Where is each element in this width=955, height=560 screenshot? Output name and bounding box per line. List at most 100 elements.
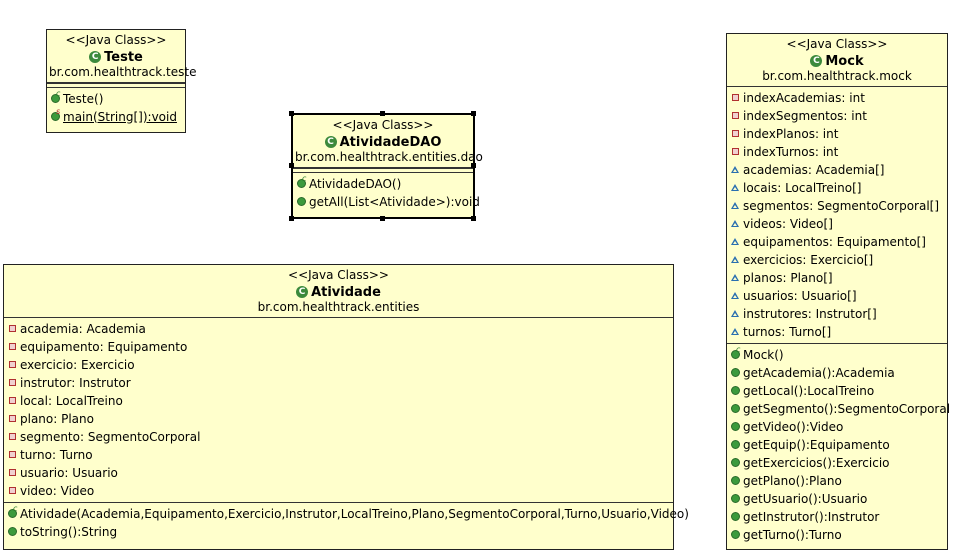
package-label: br.com.healthtrack.mock [762, 68, 912, 83]
operation-row[interactable]: getUsuario():Usuario [727, 490, 947, 508]
divider [47, 86, 185, 88]
operation-row[interactable]: getInstrutor():Instrutor [727, 508, 947, 526]
attribute-row[interactable]: exercicios: Exercicio[] [727, 251, 947, 269]
protected-field-icon [731, 238, 739, 245]
divider [293, 171, 473, 173]
operation-row[interactable]: getExercicios():Exercicio [727, 454, 947, 472]
attribute-row[interactable]: locais: LocalTreino[] [727, 179, 947, 197]
selection-handle[interactable] [471, 163, 476, 168]
attribute-row[interactable]: exercicio: Exercicio [4, 356, 673, 374]
operation-row[interactable]: getLocal():LocalTreino [727, 382, 947, 400]
stereotype-label: <<Java Class>> [65, 33, 167, 47]
visibility-marker: c [4, 504, 20, 523]
public-method-icon [730, 440, 740, 449]
operation-row[interactable]: getSegmento():SegmentoCorporal [727, 400, 950, 418]
operation-text: toString():String [20, 524, 118, 539]
divider [727, 342, 947, 344]
attribute-row[interactable]: segmento: SegmentoCorporal [4, 428, 673, 446]
attribute-row[interactable]: local: LocalTreino [4, 392, 673, 410]
public-method-icon [730, 512, 740, 521]
operation-row[interactable]: toString():String [4, 523, 673, 541]
visibility-marker [727, 454, 743, 472]
visibility-marker [727, 269, 743, 287]
attribute-text: turno: Turno [20, 447, 93, 462]
operation-text: getExercicios():Exercicio [743, 455, 890, 470]
attribute-row[interactable]: turno: Turno [4, 446, 673, 464]
attribute-row[interactable]: indexTurnos: int [727, 143, 947, 161]
attribute-row[interactable]: academia: Academia [4, 320, 673, 338]
attribute-row[interactable]: video: Video [4, 482, 673, 500]
attribute-row[interactable]: plano: Plano [4, 410, 673, 428]
selection-handle[interactable] [289, 163, 294, 168]
attribute-row[interactable]: indexPlanos: int [727, 125, 947, 143]
attribute-row[interactable]: usuarios: Usuario[] [727, 287, 947, 305]
operation-row[interactable]: getEquip():Equipamento [727, 436, 947, 454]
private-field-icon [731, 148, 739, 155]
visibility-marker [4, 374, 20, 392]
private-field-icon [8, 397, 16, 404]
attribute-row[interactable]: segmentos: SegmentoCorporal[] [727, 197, 947, 215]
operation-text: Atividade(Academia,Equipamento,Exercicio… [20, 506, 689, 521]
selection-handle[interactable] [289, 111, 294, 116]
attribute-row[interactable]: academias: Academia[] [727, 161, 947, 179]
attribute-row[interactable]: instrutor: Instrutor [4, 374, 673, 392]
private-field-icon [8, 325, 16, 332]
attribute-text: equipamentos: Equipamento[] [743, 234, 926, 249]
protected-field-icon [731, 220, 739, 227]
protected-field-icon [731, 328, 739, 335]
class-name-text: Mock [825, 53, 864, 69]
attribute-row[interactable]: videos: Video[] [727, 215, 947, 233]
attribute-row[interactable]: equipamento: Equipamento [4, 338, 673, 356]
operation-row[interactable]: getAll(List<Atividade>):void [293, 193, 480, 211]
class-name-text: Teste [104, 49, 143, 65]
private-field-icon [8, 469, 16, 476]
selection-handle[interactable] [289, 216, 294, 221]
attribute-text: segmentos: SegmentoCorporal[] [743, 198, 940, 213]
attribute-text: segmento: SegmentoCorporal [20, 429, 201, 444]
static-marker-icon: s [56, 106, 61, 116]
attribute-row[interactable]: usuario: Usuario [4, 464, 673, 482]
constructor-marker-icon: c [56, 88, 61, 98]
protected-field-icon [731, 202, 739, 209]
operation-row[interactable]: getAcademia():Academia [727, 364, 947, 382]
selection-handle[interactable] [471, 216, 476, 221]
selection-handle[interactable] [471, 111, 476, 116]
attribute-row[interactable]: planos: Plano[] [727, 269, 947, 287]
attribute-text: exercicio: Exercicio [20, 357, 135, 372]
attribute-text: video: Video [20, 483, 95, 498]
public-method-icon [50, 112, 60, 121]
operation-row[interactable]: getTurno():Turno [727, 526, 947, 544]
attribute-row[interactable]: instrutores: Instrutor[] [727, 305, 947, 323]
protected-field-icon [731, 274, 739, 281]
protected-field-icon [731, 256, 739, 263]
attribute-row[interactable]: equipamentos: Equipamento[] [727, 233, 947, 251]
attribute-row[interactable]: indexAcademias: int [727, 89, 947, 107]
attribute-row[interactable]: indexSegmentos: int [727, 107, 947, 125]
selection-handle[interactable] [380, 216, 385, 221]
operation-row[interactable]: getPlano():Plano [727, 472, 947, 490]
visibility-marker [727, 508, 743, 526]
public-method-icon [730, 494, 740, 503]
operation-row[interactable]: getVideo():Video [727, 418, 947, 436]
operation-text: Mock() [743, 347, 784, 362]
selection-handle[interactable] [380, 111, 385, 116]
visibility-marker [727, 364, 743, 382]
attribute-row[interactable]: turnos: Turno[] [727, 323, 947, 341]
public-method-icon [730, 458, 740, 467]
